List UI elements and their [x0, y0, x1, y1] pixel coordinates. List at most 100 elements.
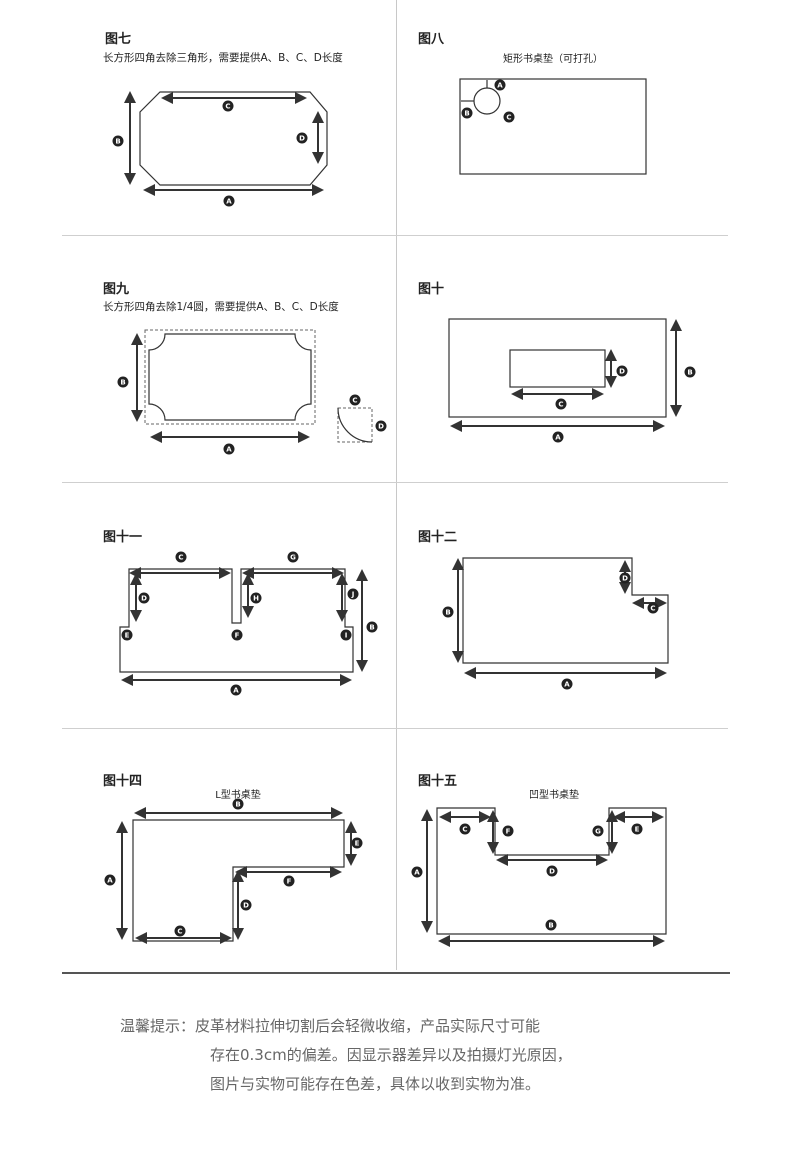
- fig11-diagram: [119, 567, 368, 686]
- fig14-label-d: D: [240, 899, 252, 911]
- svg-text:C: C: [650, 605, 655, 613]
- svg-text:D: D: [299, 135, 305, 143]
- bottom-rule: [62, 972, 730, 974]
- svg-text:A: A: [226, 198, 232, 206]
- fig14-shape: [132, 819, 345, 942]
- fig9-title: 图九: [103, 282, 130, 297]
- fig12-diagram: [452, 557, 669, 679]
- tip-line-3: 图片与实物可能存在色差，具体以收到实物为准。: [210, 1075, 541, 1093]
- fig15-label-g: G: [592, 825, 604, 837]
- svg-text:H: H: [253, 595, 259, 603]
- svg-text:B: B: [548, 922, 553, 930]
- fig9-outline: [144, 329, 316, 425]
- fig10-shape: [448, 318, 667, 418]
- svg-text:C: C: [462, 826, 467, 834]
- svg-text:A: A: [226, 446, 232, 454]
- fig10-cutout: [509, 349, 606, 388]
- svg-text:E: E: [125, 632, 130, 640]
- fig14-title: 图十四: [103, 774, 143, 789]
- fig9-label-b: B: [117, 376, 129, 388]
- fig11-title: 图十一: [103, 530, 143, 545]
- svg-text:B: B: [464, 110, 469, 118]
- fig7-label-c: C: [222, 100, 234, 112]
- fig9-detail-box: [337, 407, 373, 443]
- fig11-shape: [119, 568, 354, 673]
- svg-text:F: F: [506, 828, 511, 836]
- svg-text:D: D: [549, 868, 555, 876]
- fig8-label-b: B: [461, 107, 473, 119]
- fig11-label-i: I: [340, 629, 352, 641]
- row-divider-2: [62, 482, 728, 483]
- fig11-label-g: G: [287, 551, 299, 563]
- svg-text:C: C: [177, 928, 182, 936]
- svg-text:D: D: [619, 368, 625, 376]
- fig12-label-d: D: [619, 572, 631, 584]
- svg-text:B: B: [120, 379, 125, 387]
- fig12-label-b: B: [442, 606, 454, 618]
- fig11-label-c: C: [175, 551, 187, 563]
- fig15-label-e: E: [631, 823, 643, 835]
- fig12-shape: [462, 557, 669, 664]
- fig10-label-c: C: [555, 398, 567, 410]
- fig14-diagram: [116, 807, 357, 944]
- fig14-label-a: A: [104, 874, 116, 886]
- fig15-label-b: B: [545, 919, 557, 931]
- svg-text:C: C: [558, 401, 563, 409]
- svg-text:G: G: [595, 828, 601, 836]
- fig12-label-a: A: [561, 678, 573, 690]
- svg-text:B: B: [235, 801, 240, 809]
- svg-text:B: B: [369, 624, 374, 632]
- row-divider-1: [62, 235, 728, 236]
- fig9-desc: 长方形四角去除1/4圆，需要提供A、B、C、D长度: [103, 301, 339, 313]
- fig7-desc: 长方形四角去除三角形，需要提供A、B、C、D长度: [103, 52, 343, 64]
- svg-text:B: B: [115, 138, 120, 146]
- fig8-hole: [473, 87, 501, 115]
- fig15-title: 图十五: [418, 774, 458, 789]
- fig10-diagram: [448, 318, 682, 432]
- fig11-label-h: H: [250, 592, 262, 604]
- svg-text:A: A: [107, 877, 113, 885]
- fig15-label-c: C: [459, 823, 471, 835]
- fig9-detail-arc: [337, 407, 373, 443]
- fig11-label-j: J: [347, 588, 359, 600]
- fig11-label-e: E: [121, 629, 133, 641]
- svg-text:I: I: [345, 632, 348, 640]
- fig15-label-d: D: [546, 865, 558, 877]
- fig14-subtitle: L型书桌垫: [215, 790, 261, 801]
- fig10-title: 图十: [418, 282, 445, 297]
- row-divider-3: [62, 728, 728, 729]
- fig10-label-b: B: [684, 366, 696, 378]
- tip-line-1: 温馨提示：皮革材料拉伸切割后会轻微收缩，产品实际尺寸可能: [120, 1017, 541, 1035]
- svg-text:C: C: [178, 554, 183, 562]
- svg-text:A: A: [564, 681, 570, 689]
- fig8-subtitle: 矩形书桌垫（可打孔）: [503, 54, 603, 65]
- fig7-label-d: D: [296, 132, 308, 144]
- svg-text:E: E: [635, 826, 640, 834]
- svg-text:F: F: [235, 632, 240, 640]
- svg-text:A: A: [555, 434, 561, 442]
- fig15-subtitle: 凹型书桌垫: [529, 790, 579, 801]
- svg-text:D: D: [243, 902, 249, 910]
- fig15-label-a: A: [411, 866, 423, 878]
- svg-text:A: A: [233, 687, 239, 695]
- fig11-label-b: B: [366, 621, 378, 633]
- svg-text:E: E: [355, 840, 360, 848]
- fig11-label-f: F: [231, 629, 243, 641]
- svg-text:D: D: [378, 423, 384, 431]
- fig7-title: 图七: [105, 32, 132, 47]
- svg-text:A: A: [414, 869, 420, 877]
- svg-text:C: C: [352, 397, 357, 405]
- svg-text:J: J: [351, 591, 355, 599]
- fig10-label-a: A: [552, 431, 564, 443]
- fig9-label-d: D: [375, 420, 387, 432]
- fig14-label-b: B: [232, 798, 244, 810]
- tip-line-2: 存在0.3cm的偏差。因显示器差异以及拍摄灯光原因，: [210, 1046, 572, 1064]
- svg-text:F: F: [287, 878, 292, 886]
- fig8-title: 图八: [418, 32, 445, 47]
- column-divider: [396, 0, 397, 970]
- fig7-label-b: B: [112, 135, 124, 147]
- fig15-label-f: F: [502, 825, 514, 837]
- fig9-label-c: C: [349, 394, 361, 406]
